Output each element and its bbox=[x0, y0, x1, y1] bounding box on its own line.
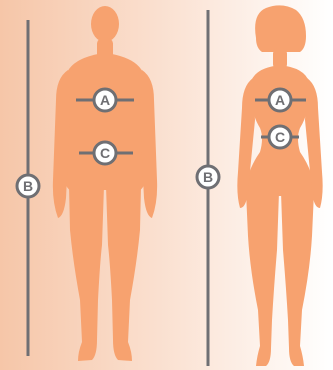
male-waist-marker: C bbox=[94, 142, 116, 164]
female-height-label: B bbox=[203, 169, 213, 185]
female-chest-label: A bbox=[275, 92, 285, 108]
female-waist-marker: C bbox=[269, 126, 291, 148]
male-waist-label: C bbox=[100, 145, 110, 161]
female-height-marker: B bbox=[197, 166, 219, 188]
male-chest-marker: A bbox=[94, 89, 116, 111]
male-chest-label: A bbox=[100, 92, 110, 108]
male-head bbox=[91, 6, 119, 42]
male-height-label: B bbox=[23, 178, 33, 194]
female-waist-label: C bbox=[275, 129, 285, 145]
female-chest-marker: A bbox=[269, 89, 291, 111]
male-torso bbox=[64, 54, 146, 190]
female-head bbox=[255, 5, 306, 52]
male-height-marker: B bbox=[17, 175, 39, 197]
